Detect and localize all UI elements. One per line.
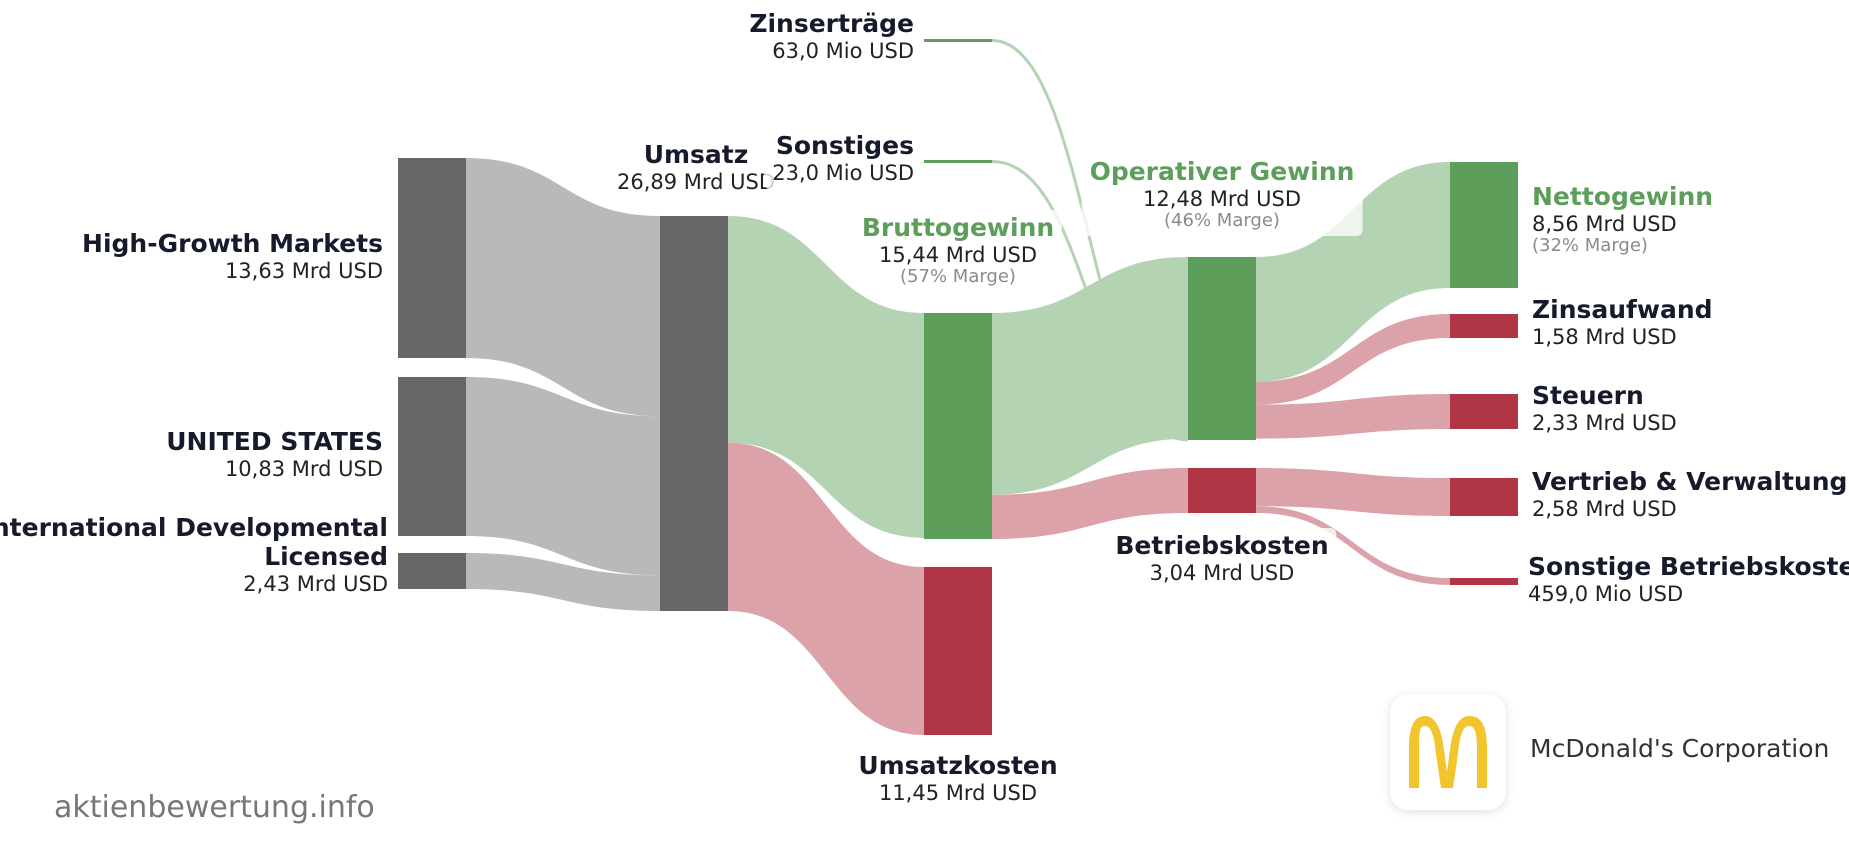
flow-bruttogewinn-to-operativer-gewinn [992,257,1188,495]
label-title: Zinserträge [749,9,914,38]
label-title: Nettogewinn [1532,182,1714,211]
label-title: High-Growth Markets [82,229,383,258]
label-margin: (46% Marge) [1164,209,1280,231]
label-title: Sonstige Betriebskosten [1528,552,1849,581]
label-value: 63,0 Mio USD [772,38,914,63]
label-value: 10,83 Mrd USD [224,456,383,481]
node-umsatz [660,216,728,611]
label-sonstige-betriebskosten: Sonstige Betriebskosten 459,0 Mio USD [1520,549,1849,610]
node-sonstiges [924,160,992,163]
label-title: Sonstiges [775,131,914,160]
label-value: 13,63 Mrd USD [224,258,383,283]
label-steuern: Steuern 2,33 Mrd USD [1524,378,1685,439]
label-zinsaufwand: Zinsaufwand 1,58 Mrd USD [1524,292,1721,353]
company-name: McDonald's Corporation [1530,734,1830,763]
label-sonstiges: Sonstiges 23,0 Mio USD [764,128,922,189]
flow-operativer-gewinn-to-steuern [1256,394,1450,439]
flow-betriebskosten-to-vertrieb [1256,468,1450,516]
node-sonstige-betriebskosten [1450,578,1518,585]
flow-operativer-gewinn-to-zinsaufwand [1256,314,1450,405]
label-umsatz: Umsatz 26,89 Mrd USD [608,137,784,198]
node-betriebskosten [1188,468,1256,513]
flow-idl-to-umsatz [466,553,660,611]
label-title: Umsatzkosten [858,751,1058,780]
label-zinsertraege: Zinserträge 63,0 Mio USD [741,6,922,67]
label-value: 23,0 Mio USD [772,160,914,185]
label-title-line2: Licensed [264,541,388,571]
flow-umsatz-to-umsatzkosten [728,442,924,735]
label-title: Bruttogewinn [861,213,1055,242]
company-logo [1390,694,1506,810]
flow-united-states-to-umsatz [466,377,660,576]
label-value: 2,43 Mrd USD [243,571,388,596]
label-value: 2,58 Mrd USD [1532,496,1677,521]
label-title: Steuern [1532,381,1644,410]
label-value: 3,04 Mrd USD [1149,560,1295,585]
label-high-growth-markets: High-Growth Markets 13,63 Mrd USD [74,226,391,287]
label-value: 11,45 Mrd USD [878,780,1038,805]
node-zinsaufwand [1450,314,1518,338]
label-title-line1: International Developmental [0,513,388,542]
node-united-states [398,377,466,536]
flow-sonstiges-to-operativer-gewinn [991,160,1189,442]
node-nettogewinn [1450,162,1518,288]
label-united-states: UNITED STATES 10,83 Mrd USD [158,424,391,485]
label-vertrieb-verwaltung: Vertrieb & Verwaltung 2,58 Mrd USD [1524,464,1849,525]
node-vertrieb-verwaltung [1450,478,1518,516]
node-steuern [1450,394,1518,429]
flow-high-growth-markets-to-umsatz [466,158,660,417]
label-nettogewinn: Nettogewinn 8,56 Mrd USD (32% Marge) [1524,179,1722,261]
golden-arches-icon [1409,716,1487,788]
label-title: UNITED STATES [166,427,383,456]
flow-bruttogewinn-to-betriebskosten [992,468,1188,539]
flow-zinsertraege-to-operativer-gewinn [991,39,1189,441]
label-international-developmental-licensed: International Developmental Licensed 2,4… [0,510,396,600]
label-title: Zinsaufwand [1532,295,1713,324]
label-operativer-gewinn: Operativer Gewinn 12,48 Mrd USD (46% Mar… [1081,154,1363,236]
label-umsatzkosten: Umsatzkosten 11,45 Mrd USD [850,748,1066,809]
label-title: Operativer Gewinn [1089,157,1355,186]
label-title: Umsatz [643,140,749,169]
label-value: 15,44 Mrd USD [878,242,1038,267]
node-bruttogewinn [924,313,992,539]
label-value: 8,56 Mrd USD [1532,211,1677,236]
watermark: aktienbewertung.info [54,790,375,825]
label-bruttogewinn: Bruttogewinn 15,44 Mrd USD (57% Marge) [853,210,1063,292]
label-value: 1,58 Mrd USD [1532,324,1677,349]
label-value: 12,48 Mrd USD [1142,186,1302,211]
label-value: 2,33 Mrd USD [1532,410,1677,435]
flow-operativer-gewinn-to-nettogewinn [1256,162,1450,382]
node-international-developmental-licensed [398,553,466,589]
flow-umsatz-to-bruttogewinn [728,216,924,538]
label-margin: (57% Marge) [900,265,1016,287]
node-operativer-gewinn [1188,257,1256,440]
label-margin: (32% Marge) [1532,234,1648,256]
label-betriebskosten: Betriebskosten 3,04 Mrd USD [1107,528,1337,589]
node-high-growth-markets [398,158,466,358]
node-umsatzkosten [924,567,992,735]
node-zinsertraege [924,39,992,42]
label-value: 26,89 Mrd USD [616,169,776,194]
label-value: 459,0 Mio USD [1528,581,1684,606]
label-title: Vertrieb & Verwaltung [1532,467,1848,496]
label-title: Betriebskosten [1115,531,1329,560]
flow-betriebskosten-to-sonstige-betriebskosten [1256,506,1450,585]
